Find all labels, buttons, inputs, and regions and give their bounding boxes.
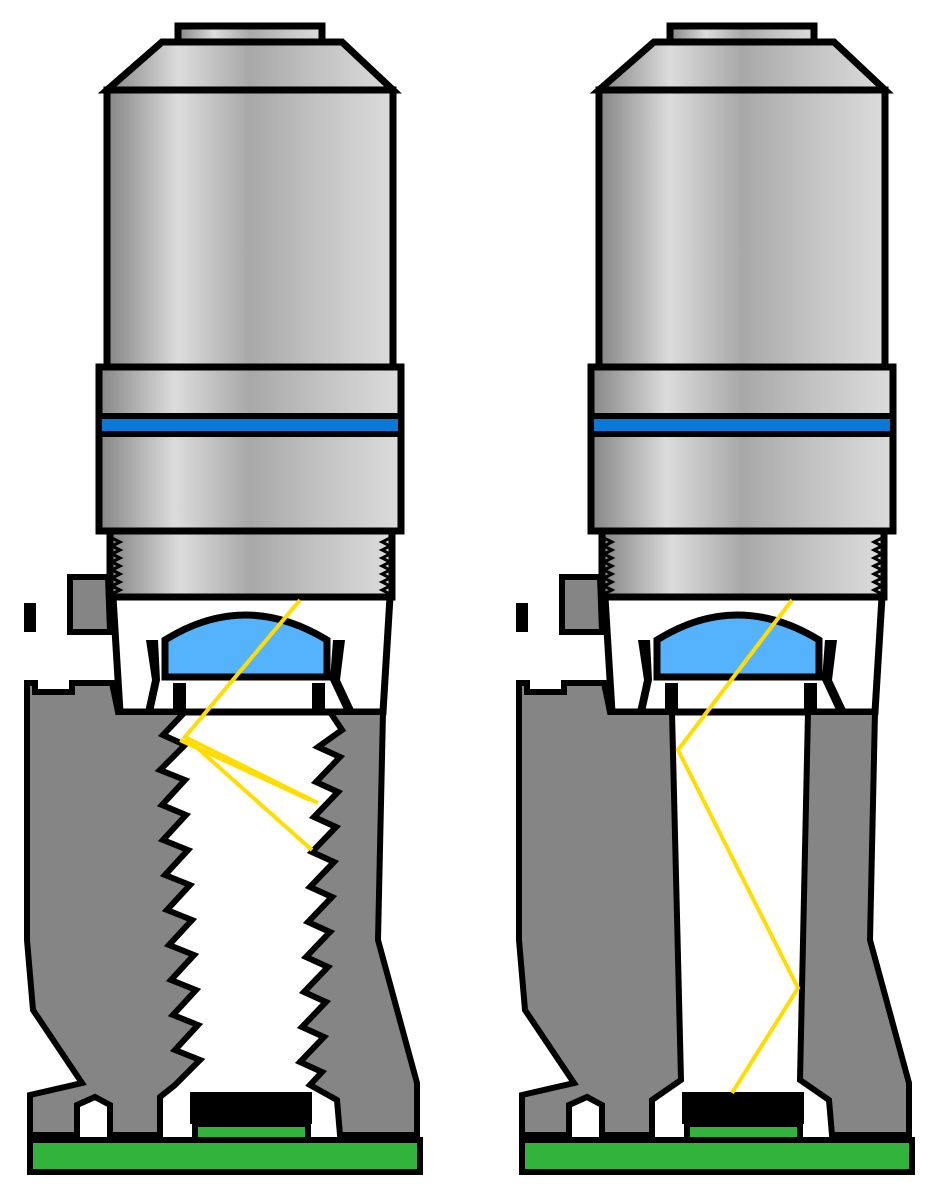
panel-smooth-mount [516,26,912,1172]
threaded-mount-right [294,709,420,1138]
panel-threaded-mount [24,26,420,1172]
smooth-mount-right [796,709,912,1138]
light-ray-reflected [675,598,801,1095]
smooth-mount-left [516,680,685,1138]
light-ray-scattered-3 [183,735,314,852]
threaded-mount-left [24,680,206,1138]
